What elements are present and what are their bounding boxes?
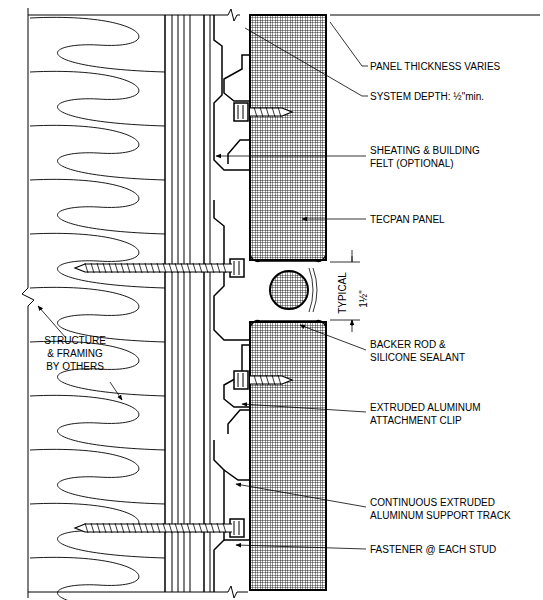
leader-lines [38,22,368,549]
callout-label: BACKER ROD & SILICONE SEALANT [370,338,475,364]
insulation-loop [30,17,165,72]
callout-label: TECPAN PANEL [370,213,520,226]
callout-label: PANEL THICKNESS VARIES [370,60,540,73]
support-track-and-clips [214,15,250,592]
dimension-text: 1½" [357,284,370,314]
insulation-loop [30,179,165,234]
screw [75,259,244,277]
clip-screw [234,103,292,121]
callout-label: EXTRUDED ALUMINUM ATTACHMENT CLIP [370,401,490,427]
insulation-loop [30,233,165,288]
callout-label: SHEATING & BUILDING FELT (OPTIONAL) [370,144,488,170]
insulation-loop [30,71,165,126]
callout-label: SYSTEM DEPTH: ½"min. [370,90,540,103]
batt-insulation [30,17,165,600]
insulation-loop [30,125,165,180]
tecpan-panels [250,15,326,590]
insulation-loop [30,395,165,450]
callout-label: STRUCTURE & FRAMING BY OTHERS [42,334,108,373]
frame-lines [22,8,540,598]
dimension-text: TYPICAL [336,268,349,318]
clip-screw [234,371,292,389]
insulation-loop [30,449,165,504]
backer-rod [270,268,317,312]
callout-label: FASTENER @ EACH STUD [370,543,540,556]
insulation-loop [30,557,165,600]
callout-label: CONTINUOUS EXTRUDED ALUMINUM SUPPORT TRA… [370,496,518,522]
screw [75,519,244,537]
fasteners [75,103,292,537]
insulation-loop [30,287,165,342]
